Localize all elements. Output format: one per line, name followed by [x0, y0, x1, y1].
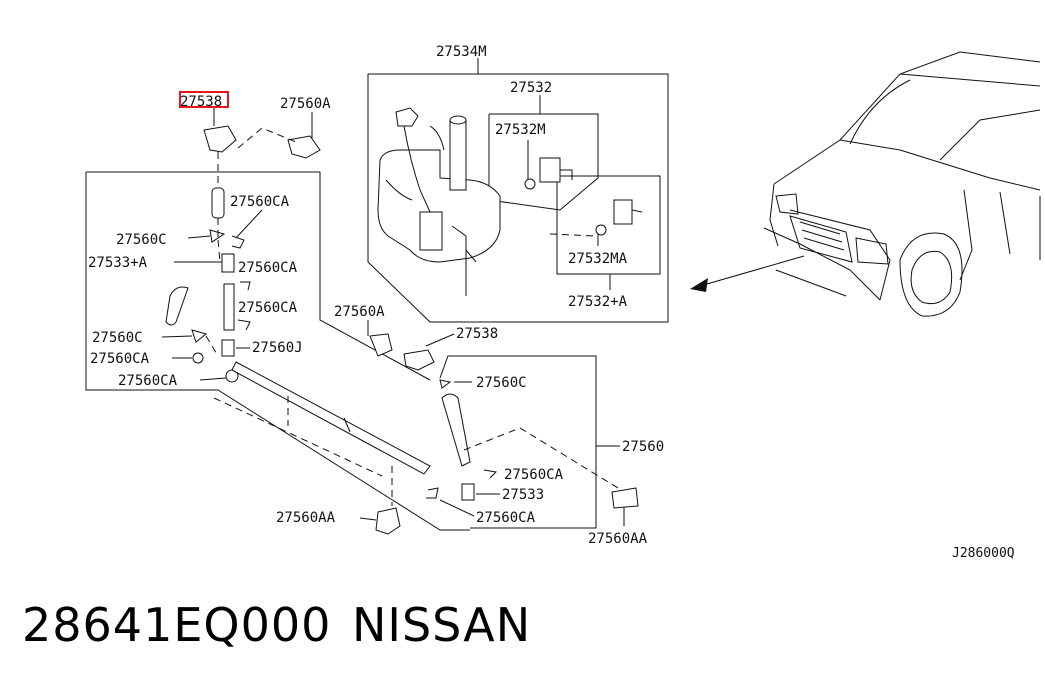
vehicle-drawing — [763, 51, 1041, 317]
hose-elbow-drawing — [165, 286, 189, 326]
figure-code: J286000Q — [952, 546, 1015, 561]
label-27560C-1: 27560C — [116, 232, 167, 248]
label-27560CA-2: 27560CA — [238, 260, 298, 276]
nozzle-drawing — [203, 125, 237, 153]
label-27560CA-5: 27560CA — [118, 373, 178, 389]
part-number: 28641EQ000 — [22, 598, 332, 652]
label-27560A-top: 27560A — [280, 96, 331, 112]
right-hose-group: 27560A 27538 27560C 27560 27560CA 27533 … — [276, 304, 664, 547]
clip-27560A-mid-drawing — [369, 333, 393, 357]
left-hose-group: 27560CA 27560C 27533+A 27560CA 27560CA 2… — [85, 171, 470, 531]
location-arrow — [690, 255, 805, 292]
label-27560AA-right: 27560AA — [588, 531, 648, 547]
highlight-box — [179, 91, 229, 108]
label-27533plusA: 27533+A — [88, 255, 148, 271]
label-27560CA-3: 27560CA — [238, 300, 298, 316]
brand-name: NISSAN — [352, 598, 532, 652]
label-27560J: 27560J — [252, 340, 303, 356]
label-27560C-3: 27560C — [476, 375, 527, 391]
label-27560CA-4: 27560CA — [90, 351, 150, 367]
bracket-right-drawing — [611, 487, 639, 509]
washer-tank-drawing — [377, 107, 501, 296]
bracket-left-drawing — [375, 507, 401, 535]
label-27560: 27560 — [622, 439, 664, 455]
reservoir-box-outline — [367, 73, 669, 323]
right-box-outline — [439, 355, 597, 529]
label-27532plusA: 27532+A — [568, 294, 628, 310]
rear-pump-box-outline — [556, 175, 661, 275]
label-27560A-mid: 27560A — [334, 304, 385, 320]
label-27560CA-7: 27560CA — [476, 510, 536, 526]
label-27533: 27533 — [502, 487, 544, 503]
nozzle-top-group: 27538 27560A — [179, 91, 331, 186]
nozzle-27538-drawing — [403, 349, 435, 371]
label-27532: 27532 — [510, 80, 552, 96]
left-box-outline-bottom — [85, 172, 470, 531]
label-27534M: 27534M — [436, 44, 487, 60]
label-27560C-2: 27560C — [92, 330, 143, 346]
reservoir-assembly-group: 27534M 27532 27532M 27532MA 27532+A — [367, 44, 669, 323]
long-hose-drawing — [231, 361, 431, 475]
rear-pump-motor-drawing — [595, 199, 643, 236]
short-hose-drawing — [441, 393, 471, 467]
left-box-outline-top — [86, 171, 431, 381]
clip-27560A-drawing — [287, 135, 321, 159]
pump-motor-drawing — [524, 157, 573, 190]
label-27532MA: 27532MA — [568, 251, 628, 267]
label-27560AA-left: 27560AA — [276, 510, 336, 526]
label-27560CA-6: 27560CA — [504, 467, 564, 483]
label-27560CA-1: 27560CA — [230, 194, 290, 210]
label-27532M: 27532M — [495, 122, 546, 138]
label-27538: 27538 — [456, 326, 498, 342]
